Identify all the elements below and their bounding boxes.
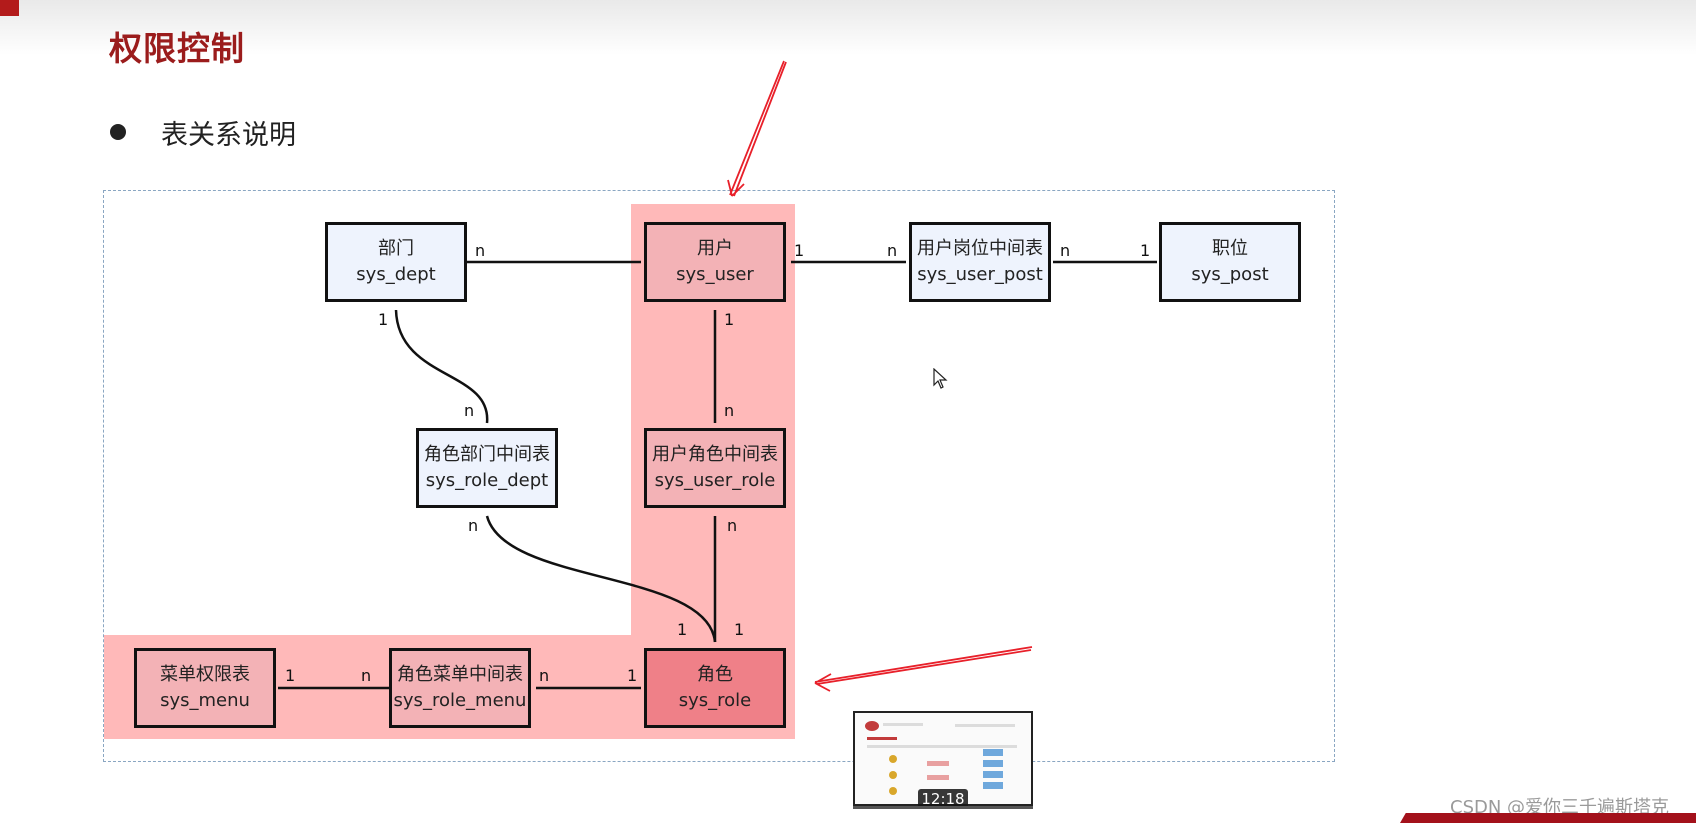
entity-sys-user-role[interactable]: 用户角色中间表 sys_user_role [644,428,786,508]
entity-sys-post[interactable]: 职位 sys_post [1159,222,1301,302]
entity-sys-dept-en: sys_dept [356,264,436,285]
cursor-icon [933,368,948,389]
mult-menu-rolemenu: 1 [285,666,296,685]
entity-sys-user-role-en: sys_user_role [654,470,776,491]
entity-sys-user-post-en: sys_user_post [917,264,1043,285]
mult-rolemenu-menu: n [361,666,372,685]
entity-sys-dept-cn: 部门 [378,238,414,259]
watermark: CSDN @爱你三千遍斯塔克 [1450,797,1670,818]
red-arrow-top [727,60,787,197]
diagram-frame [103,190,1335,762]
entity-sys-role-cn: 角色 [697,664,733,685]
video-progress-track[interactable] [853,806,1033,809]
entity-sys-user-role-cn: 用户角色中间表 [652,444,778,465]
video-timestamp: 12:18 [918,789,968,809]
entity-sys-role-dept[interactable]: 角色部门中间表 sys_role_dept [416,428,558,508]
entity-sys-menu[interactable]: 菜单权限表 sys_menu [134,648,276,728]
entity-sys-role-dept-cn: 角色部门中间表 [424,444,550,465]
mult-userrole-role: n [727,516,738,535]
page-title: 权限控制 [109,29,245,68]
entity-sys-menu-cn: 菜单权限表 [160,664,250,685]
mult-role-userrole: 1 [734,620,745,639]
entity-sys-user-post[interactable]: 用户岗位中间表 sys_user_post [909,222,1051,302]
mult-post-userpost: 1 [1140,241,1151,260]
mult-user-userrole: 1 [724,310,735,329]
entity-sys-user-en: sys_user [676,264,754,285]
entity-sys-user[interactable]: 用户 sys_user [644,222,786,302]
mult-userrole-user: n [724,401,735,420]
mult-roledept-role: n [468,516,479,535]
bottom-banner [1400,813,1696,823]
corner-mark [0,0,19,16]
mult-rolemenu-role: n [539,666,550,685]
entity-sys-role-menu-cn: 角色菜单中间表 [397,664,523,685]
bullet-text: 表关系说明 [161,120,296,151]
mult-userpost-post: n [1060,241,1071,260]
entity-sys-role-dept-en: sys_role_dept [425,470,549,491]
mult-dept-user: n [475,241,486,260]
mult-roledept-dept: n [464,401,475,420]
mult-role-roledept: 1 [677,620,688,639]
entity-sys-role-menu[interactable]: 角色菜单中间表 sys_role_menu [389,648,531,728]
entity-sys-user-post-cn: 用户岗位中间表 [917,238,1043,259]
entity-sys-role-menu-en: sys_role_menu [393,690,527,711]
entity-sys-role[interactable]: 角色 sys_role [644,648,786,728]
entity-sys-menu-en: sys_menu [160,690,250,711]
mult-user-userpost: 1 [794,241,805,260]
entity-sys-dept[interactable]: 部门 sys_dept [325,222,467,302]
entity-sys-post-en: sys_post [1191,264,1269,285]
entity-sys-post-cn: 职位 [1212,238,1248,259]
bullet-icon [110,124,126,140]
entity-sys-role-en: sys_role [678,690,752,711]
slide-header-band [0,0,1696,55]
mult-dept-roledept: 1 [378,310,389,329]
entity-sys-user-cn: 用户 [697,238,733,259]
mult-userpost-user: n [887,241,898,260]
mult-role-rolemenu: 1 [627,666,638,685]
